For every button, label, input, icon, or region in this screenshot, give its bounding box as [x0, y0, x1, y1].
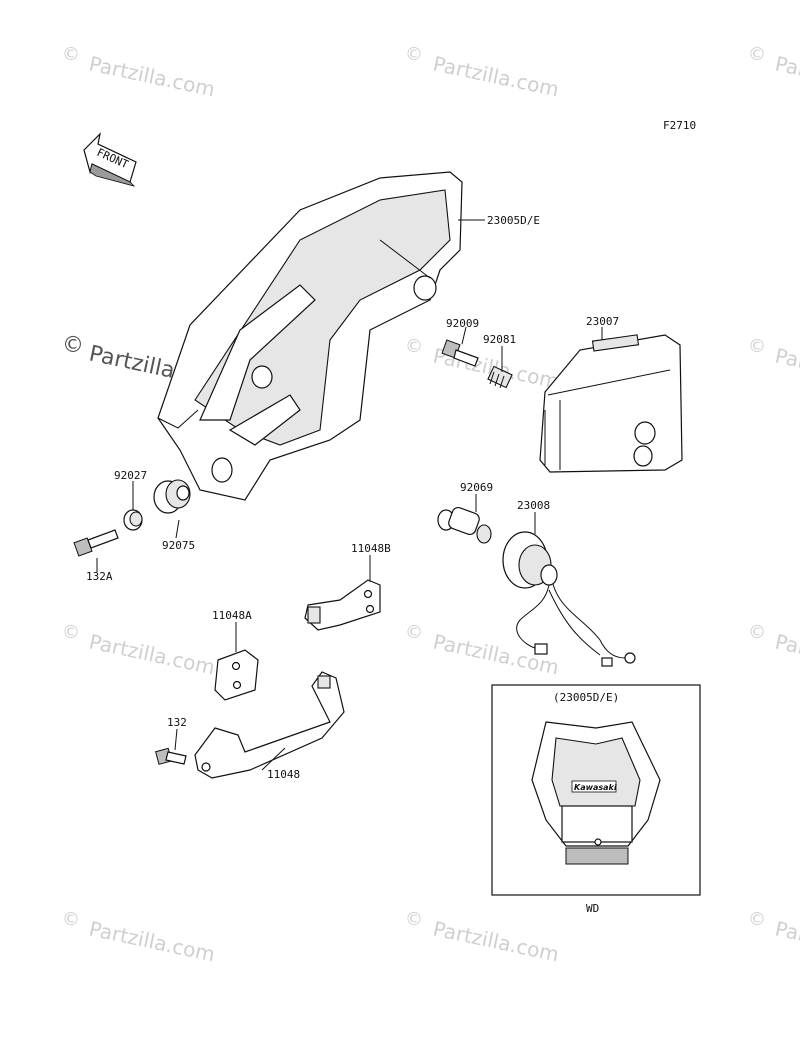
svg-text:Partzilla.com: Partzilla.com	[87, 51, 217, 101]
label-92027: 92027	[114, 469, 147, 482]
headlight-cover	[157, 171, 463, 501]
headlight-unit	[539, 334, 683, 473]
front-arrow-icon: FRONT	[83, 132, 137, 187]
bolt-92009	[441, 339, 479, 367]
svg-text:Partzilla.com: Partzilla.com	[773, 629, 800, 679]
label-23007: 23007	[586, 315, 619, 328]
inset-caption: WD	[586, 902, 599, 915]
svg-text:©: ©	[62, 333, 84, 358]
watermark-10: © Partzilla.com	[405, 909, 561, 967]
svg-text:©: ©	[405, 622, 423, 643]
watermark-2: © Partzilla.com	[405, 44, 561, 102]
label-23005de: 23005D/E	[487, 214, 540, 227]
svg-text:©: ©	[405, 44, 423, 65]
svg-text:©: ©	[748, 909, 766, 930]
label-23008: 23008	[517, 499, 550, 512]
svg-text:©: ©	[62, 909, 80, 930]
svg-text:©: ©	[748, 336, 766, 357]
socket-23008	[502, 531, 636, 667]
label-11048b: 11048B	[351, 542, 391, 555]
grommet-92075	[153, 479, 191, 514]
svg-text:©: ©	[62, 44, 80, 65]
leader-lines	[96, 219, 603, 771]
svg-text:©: ©	[405, 909, 423, 930]
label-11048: 11048	[267, 768, 300, 781]
inset-box: (23005D/E) Kawasaki WD	[491, 684, 701, 915]
label-132: 132	[167, 716, 187, 729]
bulb-92069	[437, 506, 492, 544]
label-92081: 92081	[483, 333, 516, 346]
svg-text:©: ©	[405, 336, 423, 357]
figure-code: F2710	[663, 119, 696, 132]
svg-text:©: ©	[62, 622, 80, 643]
headlight-front-view: Kawasaki	[531, 721, 661, 865]
watermark-9: © Partzilla.com	[62, 909, 217, 967]
bracket-11048a	[214, 649, 259, 701]
bolt-132	[155, 747, 187, 765]
bolt-132a	[73, 529, 119, 557]
svg-text:Partzilla.com: Partzilla.com	[431, 51, 561, 101]
collar-92027	[123, 509, 143, 531]
svg-text:Partzilla.com: Partzilla.com	[87, 629, 217, 679]
spring-92081	[487, 365, 513, 389]
label-132a: 132A	[86, 570, 113, 583]
inset-title: (23005D/E)	[553, 691, 619, 704]
label-92009: 92009	[446, 317, 479, 330]
svg-text:Partzilla.com: Partzilla.com	[431, 916, 561, 966]
label-92075: 92075	[162, 539, 195, 552]
svg-text:Partzilla.com: Partzilla.com	[87, 916, 217, 966]
label-11048a: 11048A	[212, 609, 252, 622]
watermark-6: © Partzilla.com	[62, 622, 217, 680]
kawasaki-logo-text: Kawasaki	[574, 783, 617, 792]
svg-text:©: ©	[748, 44, 766, 65]
svg-text:Partzilla.com: Partzilla.com	[773, 916, 800, 966]
bracket-11048b	[304, 579, 381, 631]
watermark-11: © Partzilla.com	[748, 909, 800, 967]
svg-text:Partzilla.com: Partzilla.com	[773, 343, 800, 393]
bracket-11048	[194, 671, 345, 779]
part-labels: 23005D/E 92009 92081 23007 92027 92075 1…	[86, 214, 619, 781]
watermark-5: © Partzilla.com	[748, 336, 800, 394]
svg-text:Partzilla.com: Partzilla.com	[773, 51, 800, 101]
label-92069: 92069	[460, 481, 493, 494]
watermark-1: © Partzilla.com	[62, 44, 217, 102]
watermark-8: © Partzilla.com	[748, 622, 800, 680]
watermark-3: © Partzilla.com	[748, 44, 800, 102]
svg-text:©: ©	[748, 622, 766, 643]
